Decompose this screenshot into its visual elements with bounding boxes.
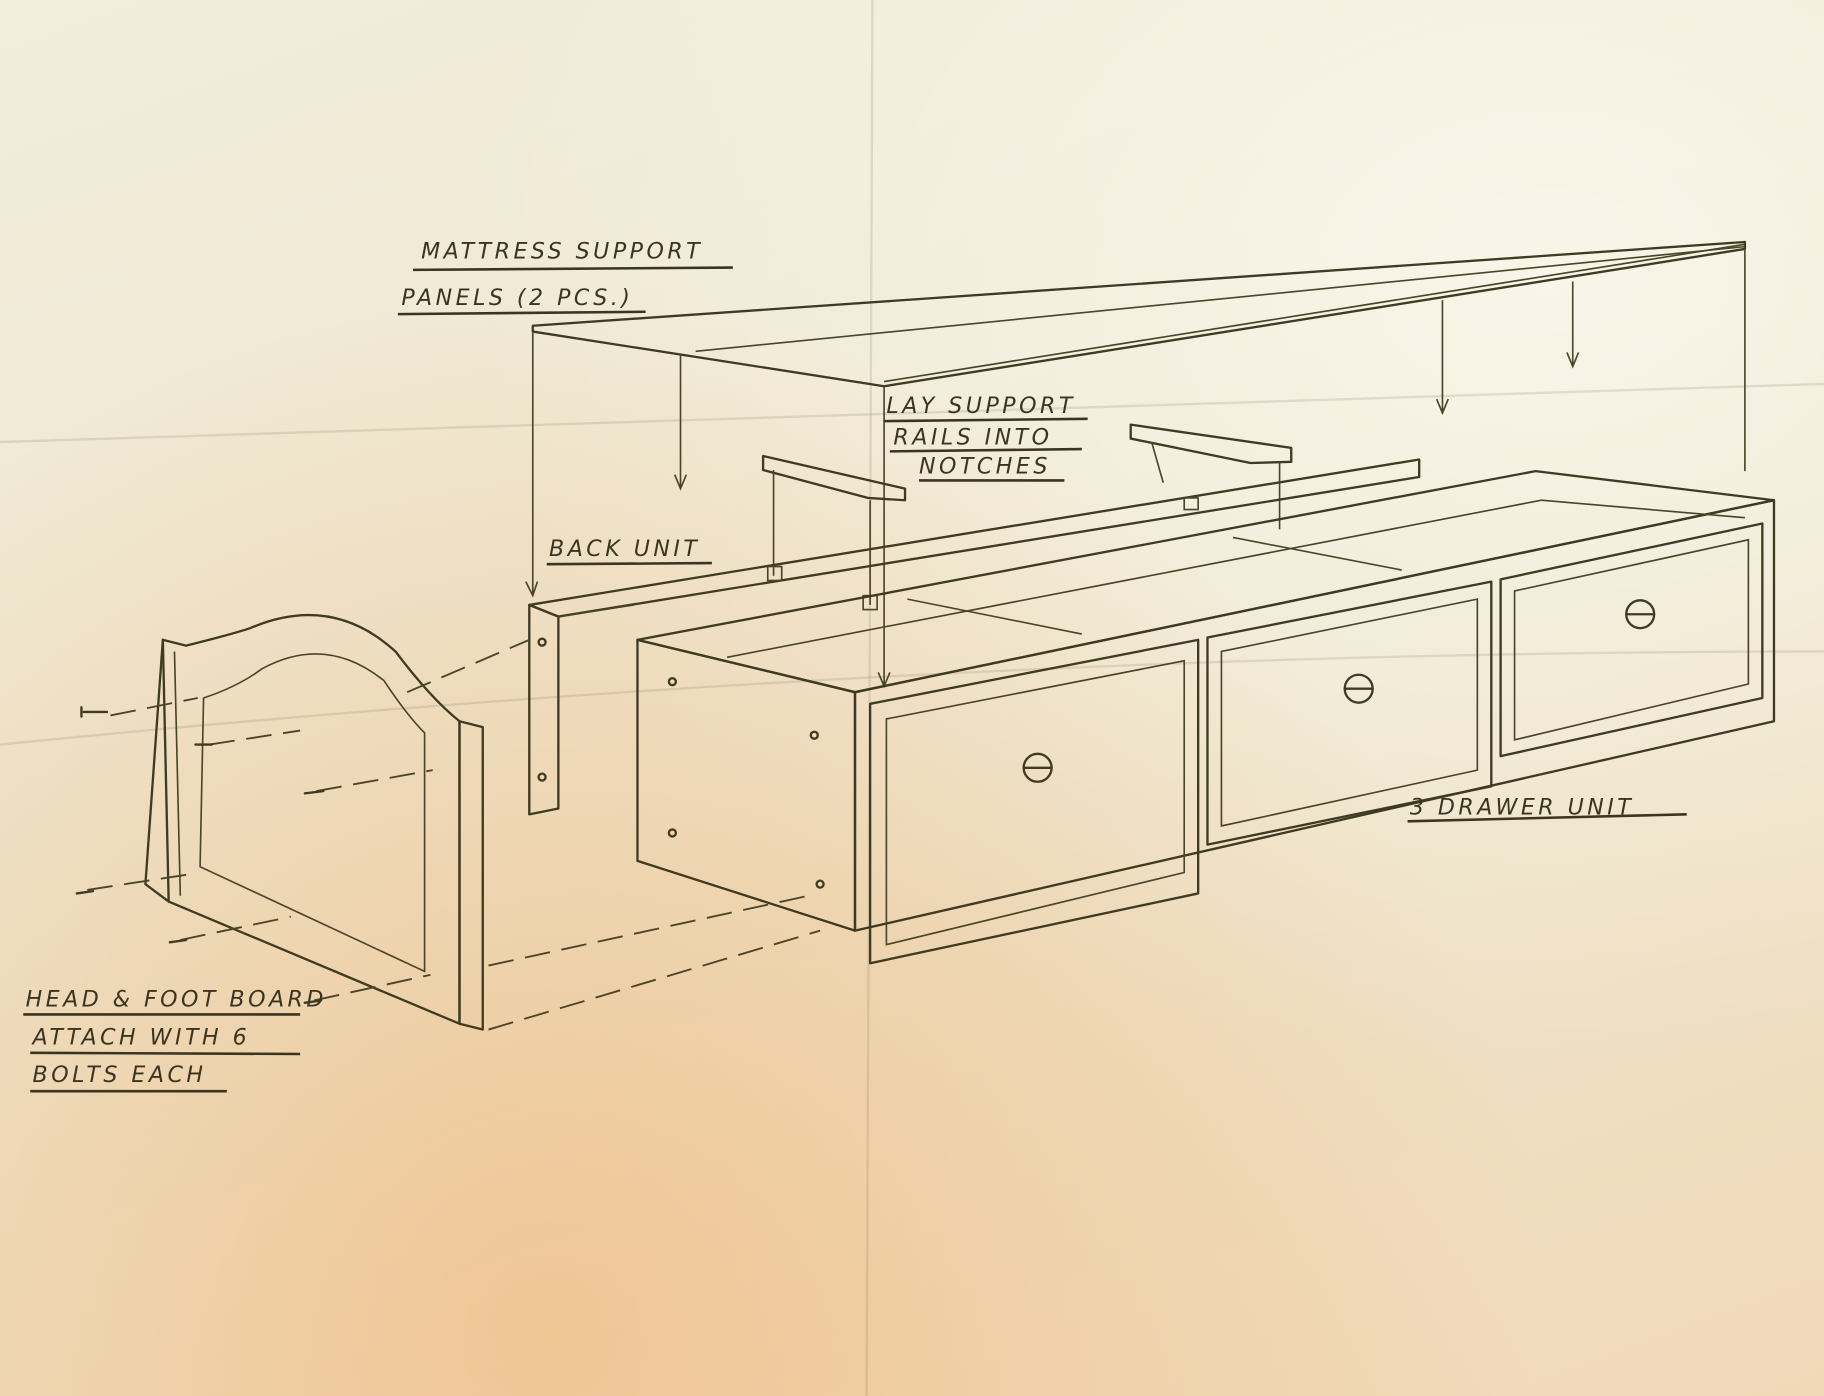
label-text: ATTACH WITH 6: [31, 1025, 251, 1051]
drawer-middle: [1206, 580, 1493, 846]
drawer-right: [1499, 522, 1764, 758]
back-unit: [528, 458, 1421, 816]
label-text: PANELS (2 PCS.): [401, 285, 633, 311]
label-text: BOLTS EACH: [33, 1062, 207, 1088]
label-text: NOTCHES: [919, 453, 1051, 479]
label-mattress-support: MATTRESS SUPPORT PANELS (2 PCS.): [397, 238, 733, 316]
bolts: [75, 638, 821, 1031]
drawer-left: [868, 638, 1200, 965]
label-text: HEAD & FOOT BOARD: [26, 986, 327, 1012]
label-head-foot-board: HEAD & FOOT BOARD ATTACH WITH 6 BOLTS EA…: [23, 986, 327, 1093]
label-support-rails: LAY SUPPORT RAILS INTO NOTCHES: [884, 393, 1088, 482]
label-drawer-unit: 3 DRAWER UNIT: [1407, 794, 1687, 823]
label-text: MATTRESS SUPPORT: [421, 238, 703, 264]
label-text: RAILS INTO: [893, 424, 1052, 450]
label-back-unit: BACK UNIT: [546, 536, 712, 566]
label-text: BACK UNIT: [549, 536, 700, 562]
three-drawer-unit: [636, 469, 1776, 965]
label-text: LAY SUPPORT: [886, 393, 1075, 419]
head-foot-board: [144, 613, 484, 1031]
support-rails: [761, 423, 1293, 605]
mattress-support-panels: [525, 240, 1747, 689]
